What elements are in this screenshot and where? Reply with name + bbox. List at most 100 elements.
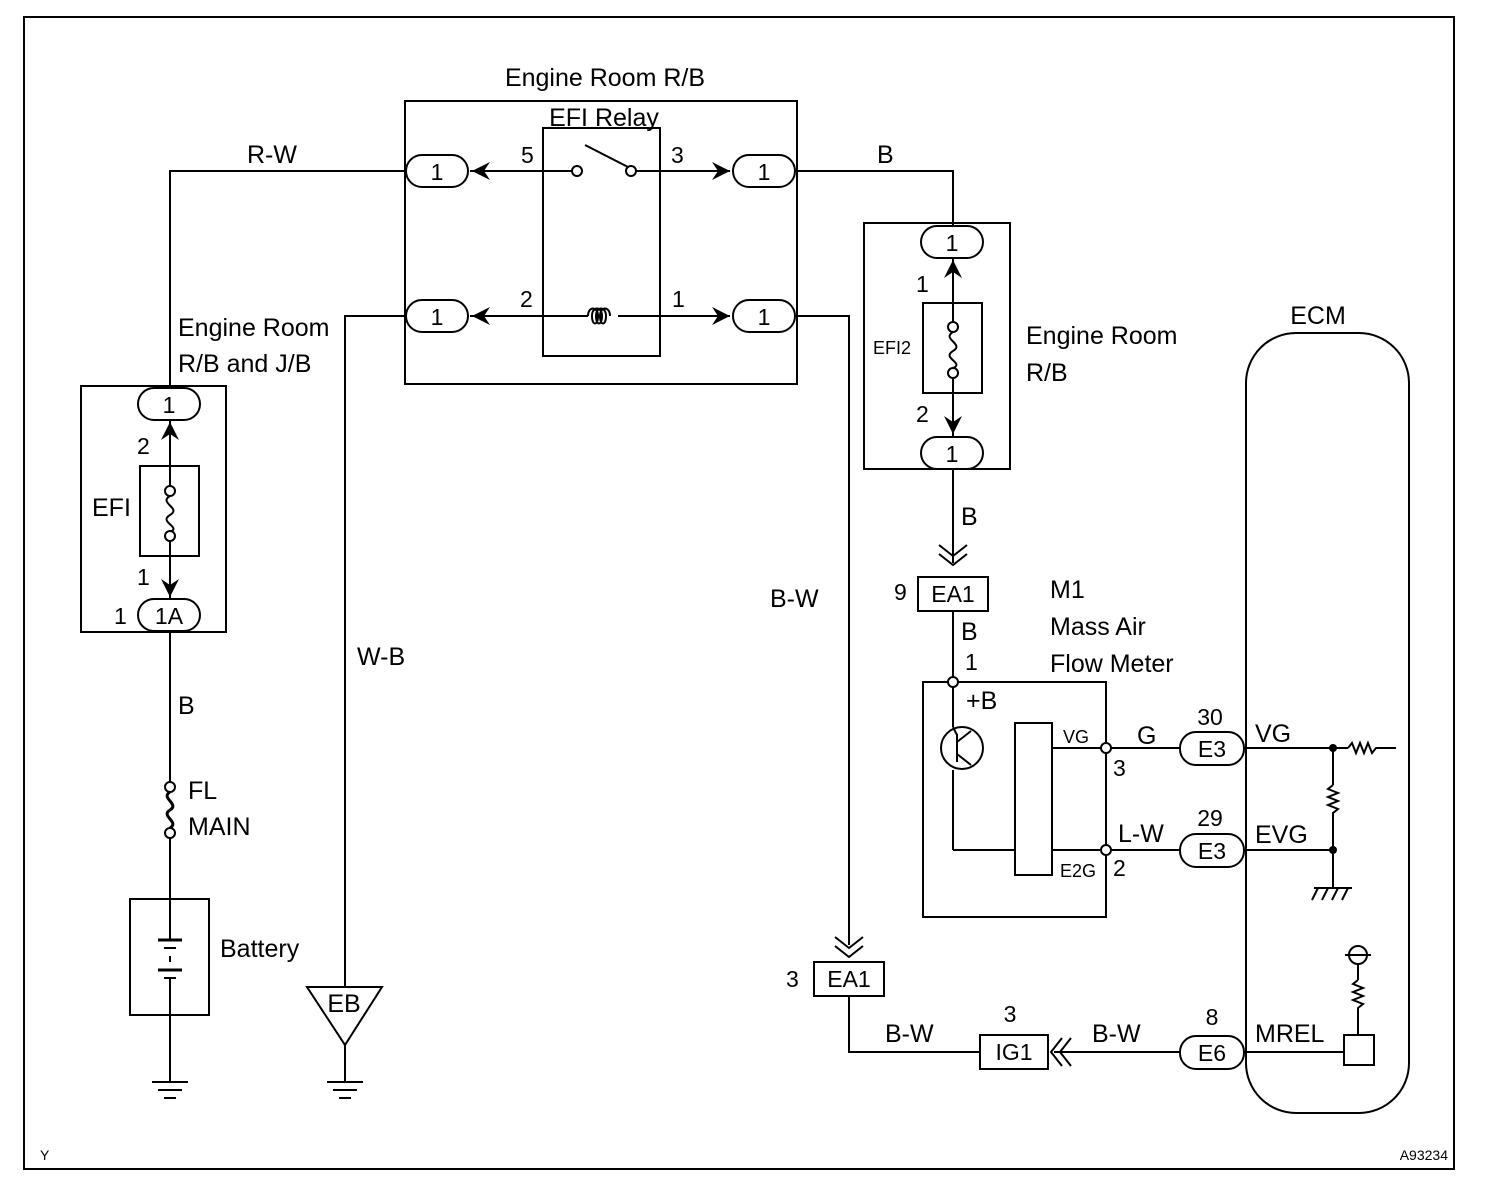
connector-1-relay-pin3: 1 xyxy=(732,154,796,188)
svg-text:EB: EB xyxy=(327,990,360,1018)
svg-text:E3: E3 xyxy=(1198,736,1226,762)
efi-relay-label: EFI Relay xyxy=(549,104,659,132)
efi-1a-pin: 1 xyxy=(114,603,127,629)
wire-b-w-bottom-1 xyxy=(848,996,980,1053)
ecm-label: ECM xyxy=(1290,302,1346,330)
arrow-down-icon xyxy=(161,579,179,597)
ecm-evg: EVG xyxy=(1255,821,1308,849)
wire-label-g: G xyxy=(1137,722,1156,750)
connector-1-relay-pin5: 1 xyxy=(405,154,469,188)
e3-vg-pin: 30 xyxy=(1197,704,1223,730)
arrow-right-icon xyxy=(712,162,730,180)
wire-label-b-efi2: B xyxy=(961,503,978,531)
svg-text:1: 1 xyxy=(163,392,176,418)
battery-label: Battery xyxy=(220,935,300,963)
diagram-frame xyxy=(23,16,1455,1170)
sensor-element xyxy=(1014,722,1053,876)
connector-ig1: IG1 xyxy=(979,1034,1049,1070)
relay-pin-5: 5 xyxy=(521,142,534,168)
transistor-box xyxy=(1343,1034,1375,1066)
maf-pin-1: 1 xyxy=(965,649,978,675)
mass-air-flow-meter xyxy=(922,676,1112,918)
wire-label-b-maf: B xyxy=(961,618,978,646)
svg-text:IG1: IG1 xyxy=(995,1039,1032,1065)
engine-room-rb2-label-1: Engine Room xyxy=(1026,322,1177,350)
maf-code-label: M1 xyxy=(1050,576,1085,604)
ecm-internal-circuit xyxy=(1246,740,1396,1066)
fl-main-label-2: MAIN xyxy=(188,813,251,841)
ecm-vg: VG xyxy=(1255,720,1291,748)
connector-ea1-top: EA1 xyxy=(917,576,989,612)
fusible-link-fl-main xyxy=(164,781,176,899)
efi-relay-body xyxy=(542,127,661,357)
resistor-icon xyxy=(1325,784,1341,850)
ecm-mrel: MREL xyxy=(1255,1020,1325,1048)
diagram-title: Engine Room R/B xyxy=(505,64,705,92)
arrow-up-icon xyxy=(161,422,179,440)
chevron-down-icon xyxy=(938,544,968,558)
e3-evg-pin: 29 xyxy=(1197,805,1223,831)
connector-e3-evg: E3 xyxy=(1179,833,1245,868)
engine-room-rb2-label-2: R/B xyxy=(1026,359,1068,387)
arrow-right-icon xyxy=(712,307,730,325)
engine-room-rb-jb-label-2: R/B and J/B xyxy=(178,350,311,378)
wire-b-top xyxy=(796,170,954,226)
relay-coil-icon xyxy=(587,307,611,325)
connector-1-efi2-top: 1 xyxy=(920,225,984,259)
svg-text:1A: 1A xyxy=(155,603,184,629)
wire-label-r-w: R-W xyxy=(247,141,297,169)
relay-pin-2: 2 xyxy=(520,286,533,312)
engine-room-rb-relay-box xyxy=(404,100,798,385)
svg-text:E3: E3 xyxy=(1198,838,1226,864)
figure-id: A93234 xyxy=(1400,1147,1448,1163)
connector-1-relay-pin1: 1 xyxy=(732,299,796,333)
transistor-icon xyxy=(940,726,984,770)
resistor-icon xyxy=(1350,979,1366,1035)
corner-mark-left: Y xyxy=(40,1147,50,1163)
maf-e2g: E2G xyxy=(1060,861,1096,881)
wire-label-b-w-vertical: B-W xyxy=(770,585,819,613)
relay-pin-3: 3 xyxy=(671,142,684,168)
fuse-icon xyxy=(165,495,175,533)
maf-vg: VG xyxy=(1063,727,1089,747)
wire-label-b-w-bottom-2: B-W xyxy=(1092,1020,1141,1048)
wire-label-b-top: B xyxy=(877,141,894,169)
maf-plus-b: +B xyxy=(966,687,997,715)
efi-pin-bottom: 1 xyxy=(137,564,150,590)
connector-ea1-bottom: EA1 xyxy=(813,961,885,997)
chevron-down-icon xyxy=(834,936,864,950)
engine-room-rb-jb-label-1: Engine Room xyxy=(178,314,329,342)
ecm-body xyxy=(1245,332,1410,1114)
maf-label-2: Flow Meter xyxy=(1050,650,1174,678)
fl-main-label-1: FL xyxy=(188,777,217,805)
efi-pin-top: 2 xyxy=(137,433,150,459)
wire-w-b xyxy=(344,315,404,987)
wire-label-l-w: L-W xyxy=(1118,820,1164,848)
efi2-pin-top: 1 xyxy=(916,271,929,297)
fuse-icon xyxy=(948,331,958,369)
battery xyxy=(129,898,210,1099)
wire-label-b-w-bottom-1: B-W xyxy=(885,1020,934,1048)
arrow-up-icon xyxy=(944,260,962,278)
efi2-fuse-label: EFI2 xyxy=(873,338,911,358)
connector-1a-efi-bottom: 1A xyxy=(137,598,201,632)
maf-label-1: Mass Air xyxy=(1050,613,1146,641)
connector-e3-vg: E3 xyxy=(1179,731,1245,766)
resistor-icon xyxy=(1347,740,1396,756)
wire-label-w-b: W-B xyxy=(357,643,405,671)
wire-r-w xyxy=(169,170,404,387)
ea1-top-pin: 9 xyxy=(894,579,907,605)
engine-room-rb-jb-box xyxy=(80,385,227,633)
ground-eb: EB xyxy=(305,986,384,1099)
svg-text:1: 1 xyxy=(946,230,959,256)
arrow-left-icon xyxy=(472,307,490,325)
svg-text:EA1: EA1 xyxy=(827,966,870,992)
efi-fuse-label: EFI xyxy=(92,494,131,522)
chevron-left-icon xyxy=(1049,1037,1063,1067)
svg-text:1: 1 xyxy=(946,441,959,467)
maf-pin-2: 2 xyxy=(1113,855,1126,881)
fusible-link-icon xyxy=(165,790,175,830)
connector-e6: E6 xyxy=(1179,1035,1245,1070)
maf-pin-3: 3 xyxy=(1113,755,1126,781)
